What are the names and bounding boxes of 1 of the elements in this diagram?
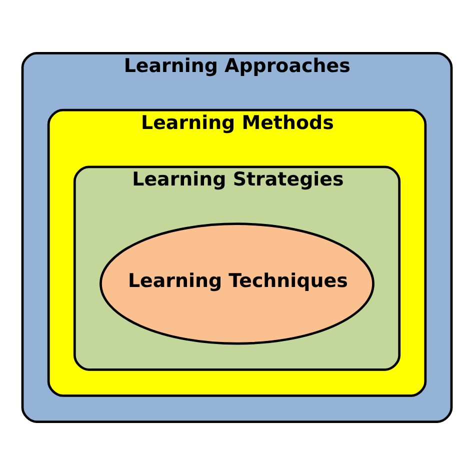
node-ellipse: Learning Techniques bbox=[100, 222, 374, 344]
